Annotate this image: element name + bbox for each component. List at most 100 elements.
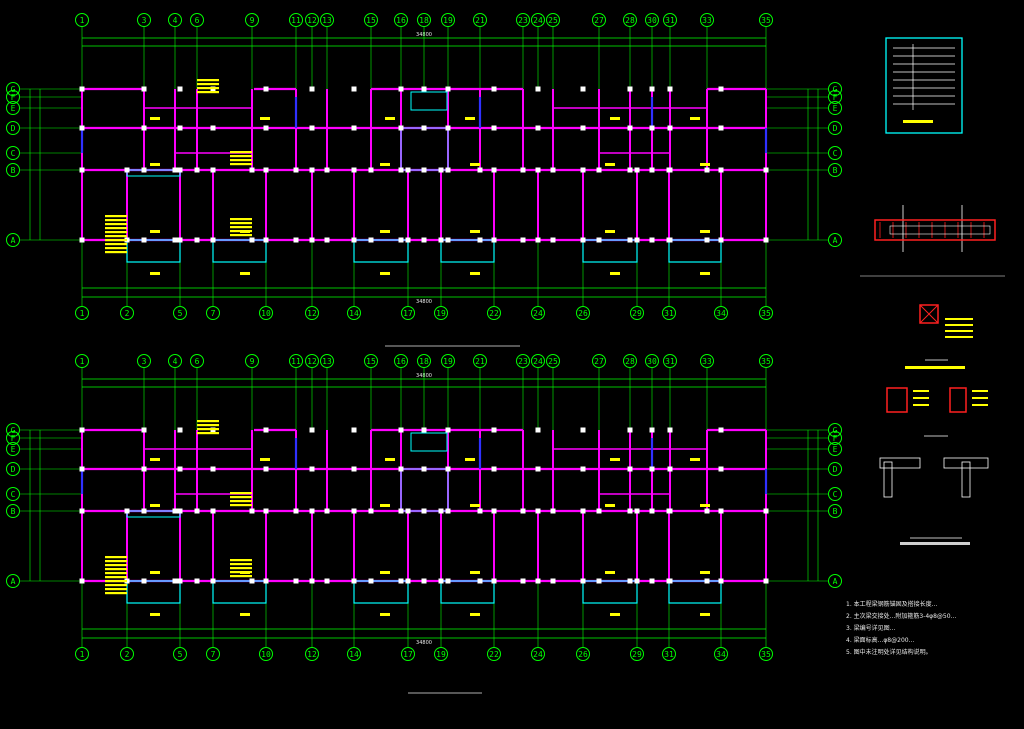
column: [177, 125, 183, 131]
column: [405, 237, 411, 243]
axis-bubble-bottom: 14: [347, 306, 361, 320]
axis-bubble-circle: [662, 647, 676, 661]
axis-bubble-label: 21: [475, 16, 485, 25]
balcony-outline: [582, 239, 638, 263]
axis-bubble-circle: [828, 146, 842, 160]
axis-bubble-label: 35: [761, 309, 771, 318]
axis-bubble-label: 15: [366, 357, 376, 366]
axis-bubble-label: A: [11, 577, 16, 586]
total-dimension-bottom: 34800: [416, 299, 432, 305]
axis-bubble-circle: [305, 647, 319, 661]
axis-bubble-label: 22: [489, 650, 499, 659]
axis-bubble-circle: [137, 13, 151, 27]
section-2-annotation: [972, 397, 988, 399]
column: [580, 86, 586, 92]
axis-bubble-circle: [663, 13, 677, 27]
reinforcement-annotation: [105, 227, 127, 230]
axis-bubble-circle: [120, 306, 134, 320]
axis-bubble-circle: [828, 504, 842, 518]
axis-bubble-top: 33: [700, 354, 714, 368]
axis-bubble-left: F: [6, 431, 20, 445]
balcony-outline: [126, 239, 181, 263]
notes-line: 1. 本工程梁钢筋锚固及搭接长度...: [846, 600, 937, 608]
axis-bubble-label: 19: [436, 650, 446, 659]
axis-bubble-label: 7: [211, 309, 216, 318]
axis-bubble-label: 19: [443, 16, 453, 25]
column: [421, 237, 427, 243]
axis-bubble-circle: [173, 647, 187, 661]
axis-bubble-circle: [305, 354, 319, 368]
column: [368, 578, 374, 584]
axis-bubble-circle: [190, 354, 204, 368]
column: [421, 125, 427, 131]
axis-bubble-circle: [6, 163, 20, 177]
axis-bubble-top: 1: [75, 13, 89, 27]
column: [263, 578, 269, 584]
column: [249, 167, 255, 173]
column: [667, 578, 673, 584]
axis-bubble-bottom: 19: [434, 306, 448, 320]
axis-bubble-label: 19: [443, 357, 453, 366]
axis-bubble-top: 25: [546, 13, 560, 27]
column: [649, 578, 655, 584]
axis-bubble-left: E: [6, 442, 20, 456]
axis-bubble-left: G: [6, 82, 20, 96]
column: [210, 167, 216, 173]
reinforcement-annotation: [230, 492, 252, 495]
axis-bubble-bottom: 26: [576, 306, 590, 320]
beam-label: [465, 458, 475, 461]
axis-bubble-label: 11: [291, 16, 301, 25]
column: [445, 508, 451, 514]
tjoint-detail-column: [961, 461, 971, 498]
column: [718, 125, 724, 131]
axis-bubble-circle: [347, 306, 361, 320]
column: [704, 167, 710, 173]
axis-bubble-circle: [645, 354, 659, 368]
column: [368, 508, 374, 514]
axis-bubble-top: 13: [320, 354, 334, 368]
column: [309, 125, 315, 131]
axis-bubble-circle: [6, 146, 20, 160]
section-2-annotation: [972, 404, 988, 406]
beam-label: [610, 613, 620, 616]
column: [421, 466, 427, 472]
column: [172, 508, 178, 514]
axis-bubble-label: 9: [250, 357, 255, 366]
column: [249, 237, 255, 243]
axis-bubble-circle: [137, 354, 151, 368]
axis-bubble-top: 21: [473, 354, 487, 368]
reinforcement-annotation: [197, 420, 219, 423]
column: [351, 125, 357, 131]
column: [718, 578, 724, 584]
column: [324, 508, 330, 514]
beam-label: [700, 504, 710, 507]
section-1-annotation: [945, 330, 973, 332]
column: [79, 508, 85, 514]
axis-bubble-label: 16: [396, 16, 406, 25]
column: [309, 578, 315, 584]
axis-bubble-circle: [759, 13, 773, 27]
axis-bubble-label: 12: [307, 309, 317, 318]
wall-detail-inner: [889, 225, 991, 235]
axis-bubble-label: 11: [291, 357, 301, 366]
column: [79, 427, 85, 433]
axis-bubble-circle: [531, 306, 545, 320]
column: [491, 508, 497, 514]
column: [477, 508, 483, 514]
column: [351, 167, 357, 173]
axis-bubble-label: 3: [142, 16, 147, 25]
beam-label: [260, 117, 270, 120]
axis-bubble-label: 7: [211, 650, 216, 659]
axis-bubble-circle: [320, 354, 334, 368]
axis-bubble-top: 28: [623, 354, 637, 368]
axis-bubble-label: D: [833, 124, 838, 133]
axis-bubble-label: 19: [436, 309, 446, 318]
axis-bubble-right: F: [828, 431, 842, 445]
balcony-outline: [353, 239, 409, 263]
reinforcement-annotation: [105, 239, 127, 242]
column: [580, 508, 586, 514]
column: [194, 578, 200, 584]
section-2-box-b: [949, 387, 967, 413]
